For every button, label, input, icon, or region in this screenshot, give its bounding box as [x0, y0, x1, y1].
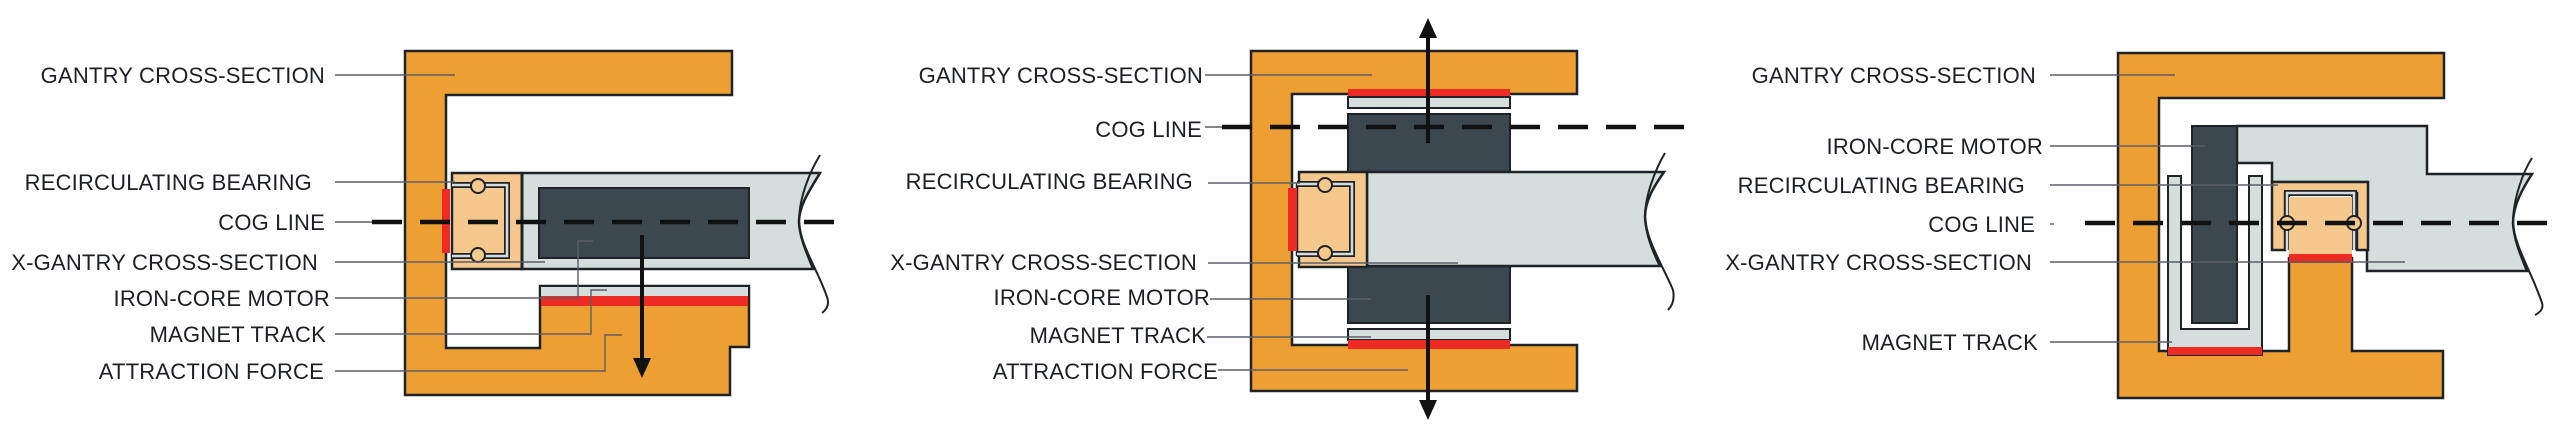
attraction-force-arrow-down-head [1419, 400, 1437, 420]
panel-1: GANTRY CROSS-SECTION RECIRCULATING BEARI… [11, 49, 845, 397]
label-track: MAGNET TRACK [1862, 330, 2039, 355]
break-line [2511, 157, 2544, 316]
bearing-contact-surface [2289, 254, 2352, 263]
label-cog: COG LINE [218, 210, 325, 235]
label-bearing: RECIRCULATING BEARING [1738, 173, 2025, 198]
label-track: MAGNET TRACK [1030, 323, 1207, 348]
break-line [797, 154, 830, 314]
attraction-force-arrow-up-head [1419, 18, 1437, 38]
leader-track [335, 289, 607, 335]
attraction-force-arrow-head [633, 358, 651, 378]
panel-2: GANTRY CROSS-SECTION COG LINE RECIRCULAT… [890, 18, 1690, 420]
label-track: MAGNET TRACK [150, 322, 327, 347]
label-cog: COG LINE [1928, 212, 2035, 237]
magnet-track-contact-surface [2168, 347, 2262, 355]
label-force: ATTRACTION FORCE [99, 359, 324, 384]
label-motor: IRON-CORE MOTOR [1827, 134, 2043, 159]
label-motor: IRON-CORE MOTOR [114, 286, 330, 311]
magnet-track [539, 285, 750, 298]
label-gantry: GANTRY CROSS-SECTION [1752, 63, 2036, 88]
break-line [1643, 152, 1675, 311]
magnet-track-contact-surface [541, 296, 748, 306]
bearing-ball-top [1317, 177, 1333, 193]
bearing-contact-surface [1288, 188, 1297, 251]
x-gantry-cross-section [1365, 170, 1667, 268]
bearing-ball-top [470, 178, 486, 194]
bearing-ball-bottom [1317, 245, 1333, 261]
panel-3: GANTRY CROSS-SECTION IRON-CORE MOTOR REC… [1725, 51, 2560, 400]
bearing-carriage-inner [2289, 197, 2352, 255]
leader-motor [335, 240, 593, 299]
label-bearing: RECIRCULATING BEARING [25, 170, 312, 195]
label-gantry: GANTRY CROSS-SECTION [919, 63, 1203, 88]
label-bearing: RECIRCULATING BEARING [906, 169, 1193, 194]
label-motor: IRON-CORE MOTOR [994, 285, 1210, 310]
leader-force [335, 334, 622, 372]
bearing-ball-bottom [470, 247, 486, 263]
label-gantry: GANTRY CROSS-SECTION [41, 63, 325, 88]
label-xgantry: X-GANTRY CROSS-SECTION [890, 250, 1197, 275]
label-cog: COG LINE [1095, 117, 1202, 142]
gantry-cross-section [1249, 49, 1579, 393]
label-force: ATTRACTION FORCE [993, 359, 1218, 384]
label-xgantry: X-GANTRY CROSS-SECTION [1725, 250, 2032, 275]
label-xgantry: X-GANTRY CROSS-SECTION [11, 250, 318, 275]
